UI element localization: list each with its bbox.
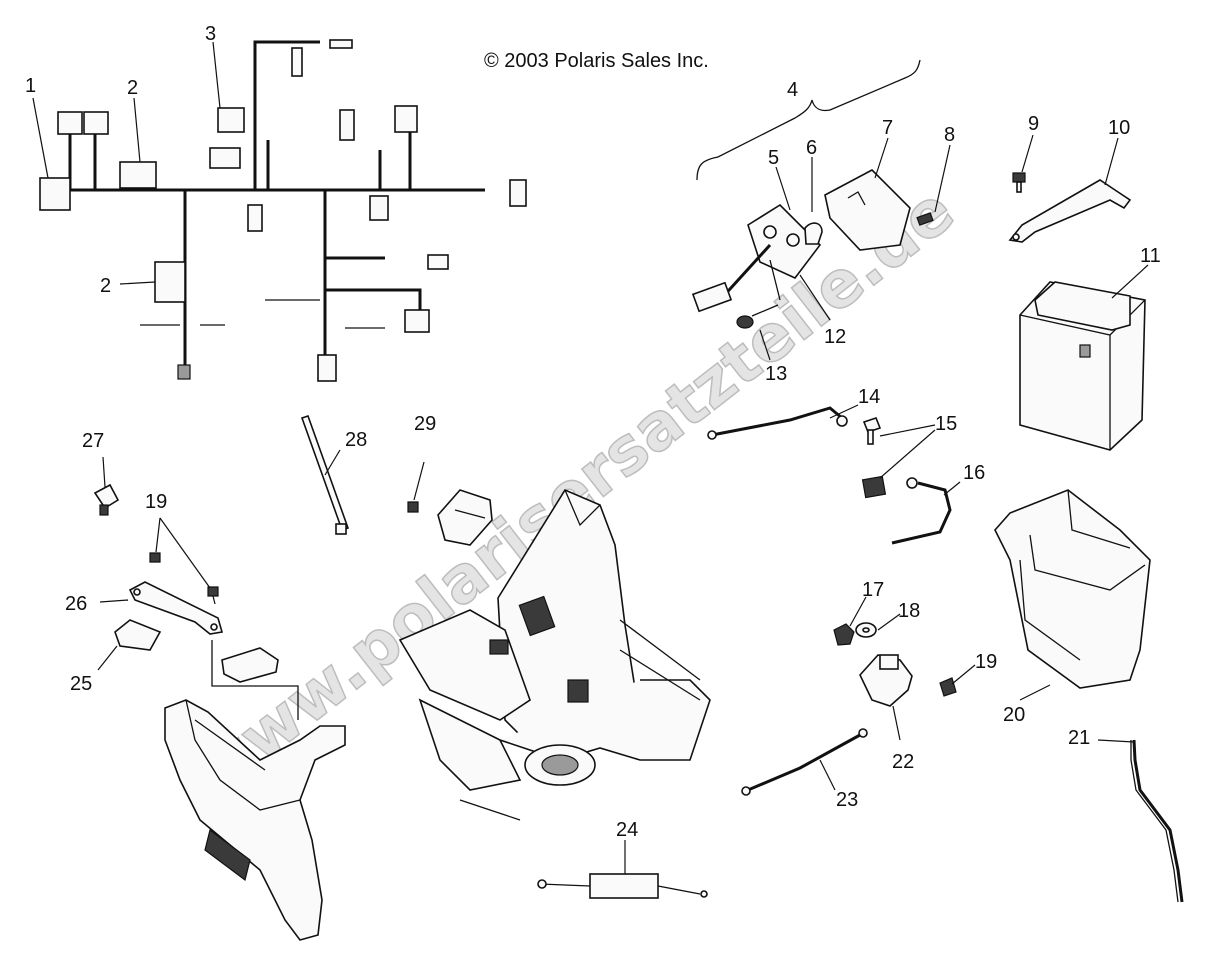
callout-8: 8: [944, 124, 955, 146]
copyright-notice: © 2003 Polaris Sales Inc.: [484, 50, 709, 72]
ground-cable-23: [741, 728, 868, 796]
solenoid-group: [833, 622, 957, 707]
callout-1: 1: [25, 75, 36, 97]
chassis-frame: [398, 488, 711, 821]
callout-21: 21: [1068, 727, 1090, 749]
callout-4: 4: [787, 79, 798, 101]
callout-14: 14: [858, 386, 880, 408]
callout-9: 9: [1028, 113, 1039, 135]
regulator-assembly: [691, 169, 934, 329]
callout-17: 17: [862, 579, 884, 601]
callout-13: 13: [765, 363, 787, 385]
switch-block: [437, 489, 493, 546]
callout-12: 12: [824, 326, 846, 348]
callout-3: 3: [205, 23, 216, 45]
callout-2b: 2: [100, 275, 111, 297]
relay-25: [114, 619, 162, 651]
screws-19-left: [149, 552, 219, 605]
battery-11: [1019, 281, 1146, 451]
callout-10: 10: [1108, 117, 1130, 139]
callout-22: 22: [892, 751, 914, 773]
callout-24: 24: [616, 819, 638, 841]
battery-cables: [707, 406, 952, 545]
callout-15: 15: [935, 413, 957, 435]
callout-29: 29: [414, 413, 436, 435]
callout-19a: 19: [145, 491, 167, 513]
relay-mount-26: [128, 581, 224, 635]
callout-labels: 1 2 3 2 4 5 6 7 8 9 10 11 12 13 14 15 16…: [25, 23, 1161, 841]
callout-6: 6: [806, 137, 817, 159]
mounting-block: [211, 640, 299, 720]
callout-18: 18: [898, 600, 920, 622]
callout-16: 16: [963, 462, 985, 484]
callout-19b: 19: [975, 651, 997, 673]
bracket-brace-4: [696, 59, 921, 181]
callout-23: 23: [836, 789, 858, 811]
callout-25: 25: [70, 673, 92, 695]
battery-strap-10: [1008, 179, 1132, 243]
cable-tie-28: [300, 414, 350, 535]
callout-27: 27: [82, 430, 104, 452]
callout-5: 5: [768, 147, 779, 169]
inline-fuse-24: [537, 873, 708, 899]
clip-27: [93, 483, 120, 516]
vent-tube-21: [1132, 739, 1184, 903]
front-bumper-frame: [164, 699, 346, 941]
callout-26: 26: [65, 593, 87, 615]
callout-7: 7: [882, 117, 893, 139]
wiring-harness: [39, 39, 527, 382]
callout-2a: 2: [127, 77, 138, 99]
callout-11: 11: [1140, 245, 1161, 267]
leader-lines: [32, 41, 1149, 874]
bolt-9: [1012, 172, 1026, 193]
battery-box-20: [994, 489, 1151, 689]
callout-20: 20: [1003, 704, 1025, 726]
screw-29: [407, 501, 419, 513]
callout-28: 28: [345, 429, 367, 451]
